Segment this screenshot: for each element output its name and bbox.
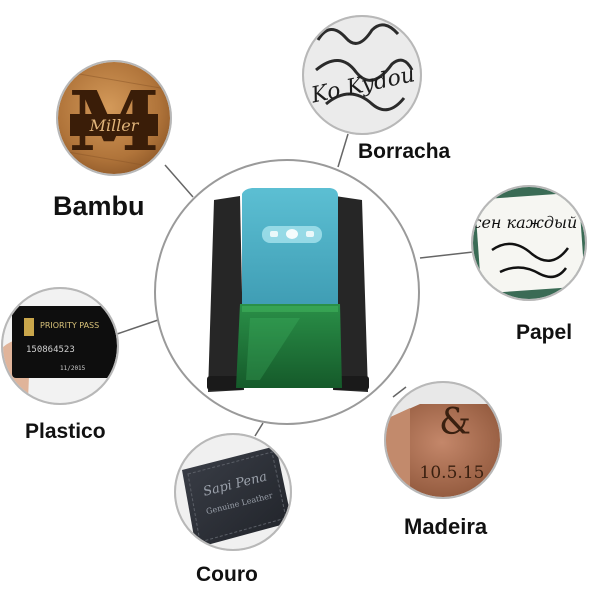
papel-engraving-text: Важен каждый миг [441,213,600,232]
papel-sample-image: Важен каждый миг [441,185,600,301]
borracha-sample-image: Ko Kydou [302,15,422,135]
label-couro: Couro [196,563,258,586]
couro-sample-image: Sapi Pena Genuine Leather [174,433,292,551]
plastico-card-brand: PRIORITY PASS [40,321,99,330]
plastico-card-expiry: 11/2015 [60,365,86,372]
connector-line-borracha [337,133,349,168]
label-papel: Papel [516,321,573,344]
plastico-card-number: 150864523 [26,345,75,355]
connector-line-madeira [392,386,407,398]
connector-line-plastico [116,317,165,335]
label-madeira: Madeira [404,514,488,539]
label-borracha: Borracha [358,140,451,163]
connector-line-bambu [164,164,194,198]
madeira-date-text: 10.5.15 [420,463,485,483]
label-plastico: Plastico [25,420,106,443]
bambu-sample-image: M Miller [56,60,172,176]
connector-line-papel [419,251,474,259]
bambu-engraving-text: Miller [89,116,140,135]
label-bambu: Bambu [53,191,145,221]
laser-engraver-icon [207,188,369,392]
plastico-sample-image: PRIORITY PASS 150864523 11/2015 [1,287,119,405]
connector-line-couro [254,422,264,437]
madeira-sample-image: & 10.5.15 [384,381,502,499]
madeira-symbol-text: & [439,402,471,443]
